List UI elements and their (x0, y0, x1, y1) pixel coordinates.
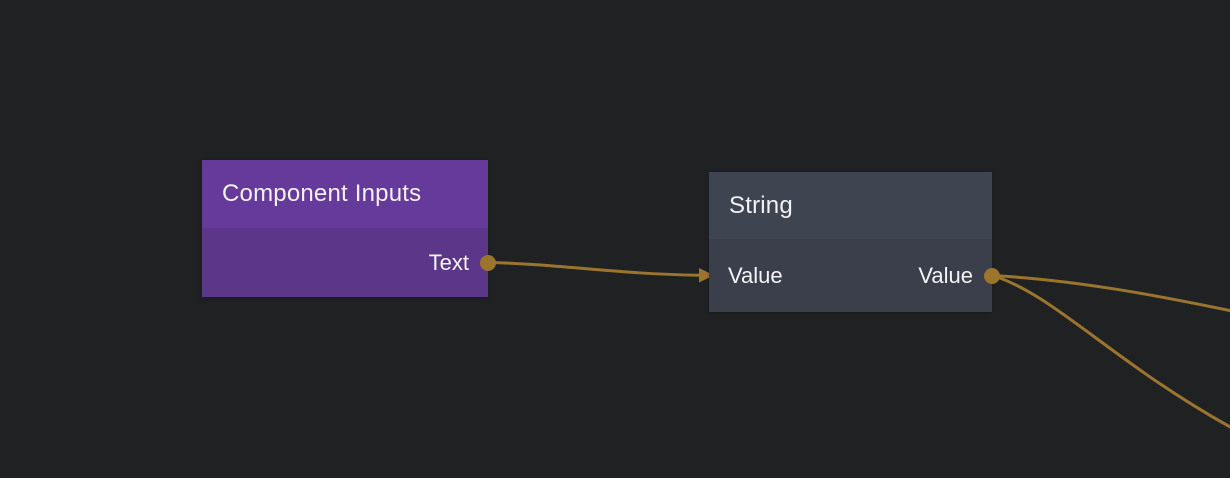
wire-string-value-to-offscreen-lower[interactable] (992, 274, 1230, 429)
node-string[interactable]: String Value Value (709, 172, 1000, 312)
wire-string-value-to-offscreen-upper[interactable] (992, 274, 1230, 313)
node-string-body: Value Value (709, 239, 1000, 312)
output-port-value[interactable] (984, 267, 1000, 284)
node-component-inputs-title: Component Inputs (222, 180, 422, 207)
node-string-title: String (729, 191, 793, 219)
input-port-label-value: Value (728, 262, 783, 288)
wire-arrowhead-icon (699, 268, 714, 283)
wire-componentinputs-text-to-string-value[interactable] (488, 261, 700, 277)
output-port-text[interactable] (480, 254, 496, 271)
output-port-label-value: Value (918, 262, 973, 288)
node-component-inputs[interactable]: Component Inputs Text (202, 160, 496, 297)
output-port-label-text: Text (428, 249, 469, 275)
node-component-inputs-body: Text (202, 228, 496, 297)
node-component-inputs-header: Component Inputs (202, 160, 488, 228)
node-string-header: String (709, 172, 992, 239)
